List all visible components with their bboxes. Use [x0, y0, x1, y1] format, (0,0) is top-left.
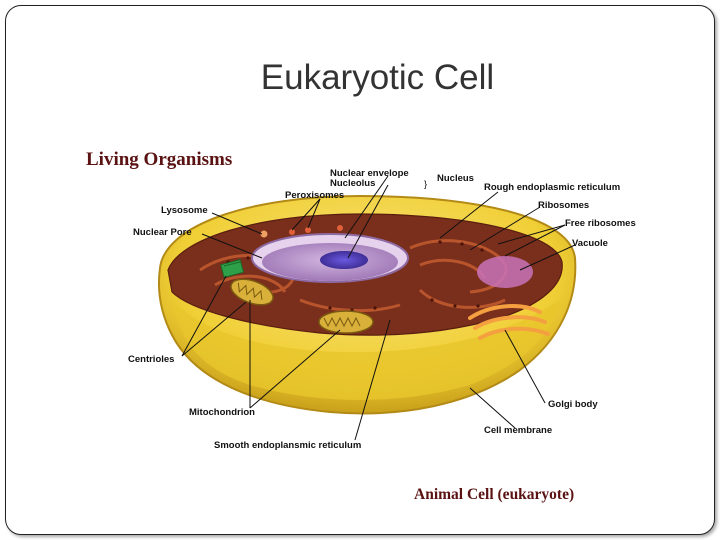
label-nuclear-pore: Nuclear Pore: [133, 227, 192, 238]
label-brace: }: [424, 179, 427, 190]
label-free-ribosomes: Free ribosomes: [565, 218, 636, 229]
peroxisomes: [289, 225, 343, 235]
lysosome: [260, 230, 268, 238]
nucleus: [251, 233, 409, 283]
figure-caption: Animal Cell (eukaryote): [414, 486, 574, 503]
cytoplasm-rim: [172, 300, 560, 400]
label-cell-membrane: Cell membrane: [484, 425, 552, 436]
leader-lines: [181, 175, 576, 441]
mitochondria: [230, 278, 374, 334]
label-vacuole: Vacuole: [572, 238, 608, 249]
centriole: [220, 259, 245, 278]
label-mitochondrion: Mitochondrion: [189, 407, 255, 418]
golgi-body: [468, 304, 550, 340]
label-nucleolus: Nucleolus: [330, 178, 375, 189]
figure-heading: Living Organisms: [86, 149, 232, 170]
label-rough-er: Rough endoplasmic reticulum: [484, 182, 620, 193]
nucleolus: [320, 251, 368, 269]
label-nucleus: Nucleus: [437, 173, 474, 184]
label-peroxisomes: Peroxisomes: [285, 190, 344, 201]
label-golgi-body: Golgi body: [548, 399, 598, 410]
label-nuclear-envelope: Nuclear envelope: [330, 168, 409, 179]
label-ribosomes: Ribosomes: [538, 200, 589, 211]
label-lysosome: Lysosome: [161, 205, 208, 216]
label-centrioles: Centrioles: [128, 354, 174, 365]
vacuole: [477, 256, 533, 288]
label-smooth-er: Smooth endoplansmic reticulum: [214, 440, 361, 451]
slide-title: Eukaryotic Cell: [260, 58, 495, 97]
